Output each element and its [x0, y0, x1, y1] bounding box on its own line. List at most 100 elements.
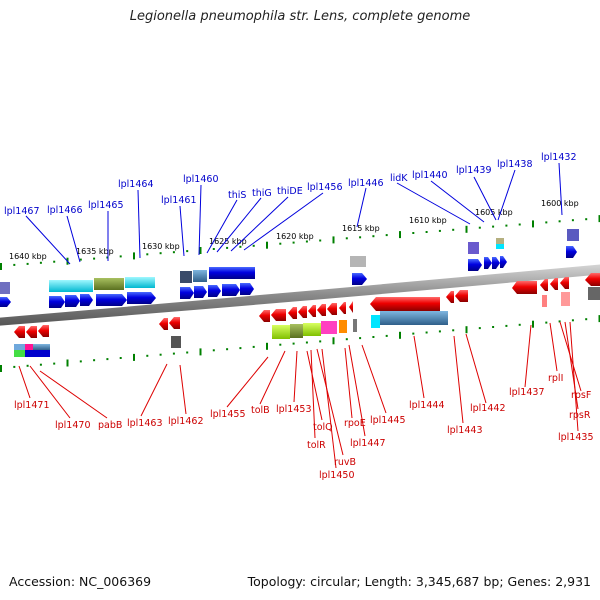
ruler-tick — [425, 231, 428, 233]
gene-arrow-reverse[interactable] — [308, 305, 316, 317]
ruler-tick — [532, 320, 534, 328]
gene-arrow-forward[interactable] — [352, 273, 367, 285]
gene-label-lpl1435[interactable]: lpl1435 — [558, 432, 594, 443]
gene-label-lpl1467[interactable]: lpl1467 — [4, 206, 40, 217]
cog-box — [496, 238, 504, 244]
gene-arrow-forward[interactable] — [65, 295, 80, 307]
gene-arrow-forward[interactable] — [127, 292, 156, 304]
gene-arrow-forward[interactable] — [96, 294, 127, 306]
ruler-tick — [239, 245, 242, 248]
gene-label-thiS[interactable]: thiS — [228, 190, 246, 201]
gene-label-lpl1442[interactable]: lpl1442 — [470, 403, 506, 414]
gene-arrow-reverse[interactable] — [560, 277, 569, 289]
gene-label-lpl1465[interactable]: lpl1465 — [88, 200, 124, 211]
reverse-label-group: lpl1471 lpl1470 pabB lpl1463 lpl1462 lpl… — [14, 373, 594, 481]
gene-arrow-reverse[interactable] — [327, 303, 337, 315]
gene-label-rpoE[interactable]: rpoE — [344, 418, 366, 429]
gene-label-lpl1437[interactable]: lpl1437 — [509, 387, 545, 398]
gene-arrow-reverse[interactable] — [446, 291, 454, 303]
gene-arrow-forward[interactable] — [222, 284, 240, 296]
gene-label-lpl1440[interactable]: lpl1440 — [412, 170, 448, 181]
gene-label-lpl1455[interactable]: lpl1455 — [210, 409, 246, 420]
gene-arrow-reverse[interactable] — [159, 318, 168, 330]
gene-arrow-reverse[interactable] — [169, 317, 180, 329]
gene-label-lpl1470[interactable]: lpl1470 — [55, 420, 91, 431]
gene-label-lpl1461[interactable]: lpl1461 — [161, 195, 197, 206]
gene-label-rplI[interactable]: rplI — [548, 373, 563, 384]
gene-arrow-reverse[interactable] — [288, 307, 297, 319]
gene-arrow-reverse[interactable] — [540, 279, 548, 291]
gene-label-lpl1446[interactable]: lpl1446 — [348, 178, 384, 189]
ruler-tick — [212, 248, 215, 250]
gene-label-lpl1462[interactable]: lpl1462 — [168, 416, 204, 427]
gene-label-lpl1445[interactable]: lpl1445 — [370, 415, 406, 426]
gene-label-ruvB[interactable]: ruvB — [334, 457, 356, 468]
gene-label-lpl1471[interactable]: lpl1471 — [14, 400, 50, 411]
gene-arrow-forward[interactable] — [49, 296, 65, 308]
gene-arrow-reverse[interactable] — [26, 326, 37, 338]
gene-label-lpl1447[interactable]: lpl1447 — [350, 438, 386, 449]
gene-arrow-reverse[interactable] — [349, 301, 353, 313]
gene-arrow-reverse[interactable] — [317, 304, 326, 316]
gene-arrow-reverse[interactable] — [14, 326, 25, 338]
gene-label-thiG[interactable]: thiG — [252, 188, 272, 199]
gene-label-tolR[interactable]: tolR — [307, 440, 326, 451]
gene-label-lpl1443[interactable]: lpl1443 — [447, 425, 483, 436]
gene-arrow-reverse[interactable] — [271, 309, 286, 321]
cog-box — [14, 350, 25, 357]
gene-label-lpl1432[interactable]: lpl1432 — [541, 152, 577, 163]
gene-arrow-forward[interactable] — [566, 246, 577, 258]
gene-arrow-forward[interactable] — [468, 259, 482, 271]
gene-label-thiDE[interactable]: thiDE — [277, 186, 303, 197]
gene-label-lpl1466[interactable]: lpl1466 — [47, 205, 83, 216]
gene-arrow-forward[interactable] — [208, 285, 221, 297]
gene-label-lpl1444[interactable]: lpl1444 — [409, 400, 445, 411]
gene-arrow-forward[interactable] — [80, 294, 93, 306]
gene-label-lpl1439[interactable]: lpl1439 — [456, 165, 492, 176]
cog-box — [567, 229, 579, 241]
gene-arrow-reverse[interactable] — [339, 302, 346, 314]
gene-label-lpl1456[interactable]: lpl1456 — [307, 182, 343, 193]
cog-box — [496, 244, 504, 249]
ruler-tick — [13, 263, 16, 266]
gene-arrow-forward[interactable] — [194, 286, 207, 298]
gene-arrow-forward[interactable] — [492, 257, 500, 269]
gene-label-tolQ[interactable]: tolQ — [313, 422, 333, 433]
genome-backbone — [0, 264, 600, 326]
gene-label-rpsR[interactable]: rpsR — [569, 410, 591, 421]
gene-label-lpl1463[interactable]: lpl1463 — [127, 418, 163, 429]
ruler-tick — [465, 225, 468, 233]
gene-label-lpl1460[interactable]: lpl1460 — [183, 174, 219, 185]
gene-arrow-reverse[interactable] — [585, 273, 600, 286]
ruler-tick — [146, 253, 149, 256]
gene-arrow-forward[interactable] — [500, 256, 507, 268]
gene-label-lpl1453[interactable]: lpl1453 — [276, 404, 312, 415]
cog-box — [94, 278, 124, 290]
gene-arrow-forward[interactable] — [0, 297, 11, 307]
ruler-tick — [492, 225, 495, 228]
gene-label-tolB[interactable]: tolB — [251, 405, 270, 416]
gene-arrow-forward[interactable] — [484, 257, 492, 269]
gene-label-rpsF[interactable]: rpsF — [571, 390, 591, 401]
gene-arrow-reverse[interactable] — [259, 310, 270, 322]
gene-label-lpl1464[interactable]: lpl1464 — [118, 179, 154, 190]
ruler-tick — [492, 326, 495, 328]
ruler-tick — [279, 242, 282, 245]
gene-arrow-reverse[interactable] — [512, 281, 537, 294]
scale-label-1600: 1600 kbp — [541, 199, 579, 208]
gene-arrow-reverse[interactable] — [38, 325, 49, 337]
gene-label-lpl1438[interactable]: lpl1438 — [497, 159, 533, 170]
gene-label-lpl1450[interactable]: lpl1450 — [319, 470, 355, 481]
ruler-tick — [226, 246, 229, 249]
cog-box — [25, 350, 33, 357]
gene-arrow-reverse[interactable] — [455, 290, 468, 302]
gene-label-pabB[interactable]: pabB — [98, 420, 122, 431]
gene-arrow-reverse[interactable] — [298, 306, 307, 318]
gene-arrow-reverse[interactable] — [370, 297, 440, 311]
gene-arrow-forward[interactable] — [180, 287, 194, 299]
ruler-tick — [518, 223, 521, 226]
cog-box — [290, 324, 303, 338]
gene-label-lidK[interactable]: lidK — [390, 173, 408, 184]
gene-arrow-forward[interactable] — [240, 283, 254, 295]
gene-arrow-reverse[interactable] — [550, 278, 558, 290]
